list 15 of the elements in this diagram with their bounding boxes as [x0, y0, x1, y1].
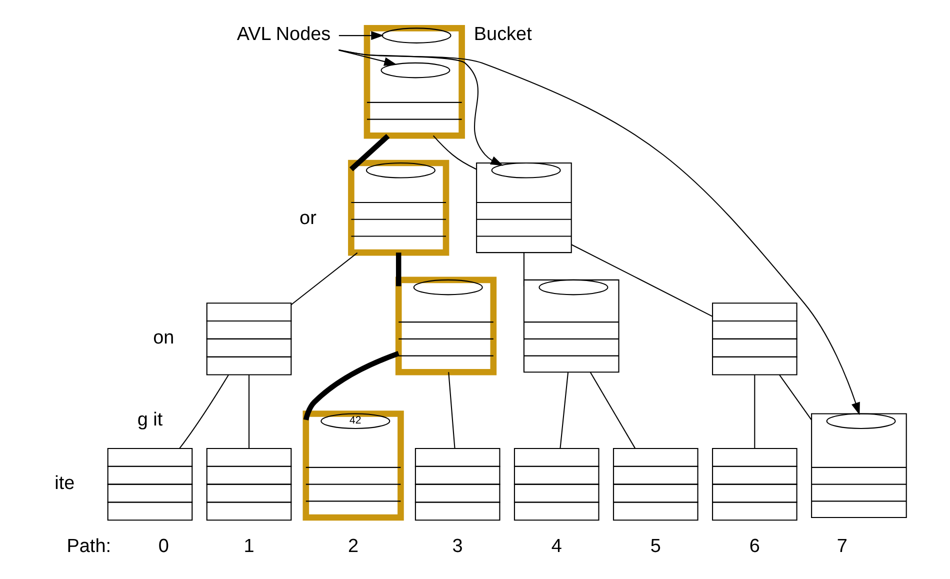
label: 2: [348, 536, 358, 558]
node-text: AVL Nodes: [236, 24, 330, 46]
label: ite: [54, 472, 74, 494]
label: Path:: [66, 536, 111, 558]
label: 4: [550, 536, 562, 558]
label: on: [152, 328, 174, 349]
label: 5: [650, 536, 660, 558]
label: 1: [243, 536, 254, 558]
label: 7: [836, 536, 847, 558]
label: or: [299, 208, 316, 229]
label: g it: [136, 410, 162, 431]
label: 0: [158, 536, 168, 558]
label: 6: [748, 536, 760, 558]
label: 3: [452, 536, 462, 558]
node-label: Bucket: [473, 24, 532, 46]
